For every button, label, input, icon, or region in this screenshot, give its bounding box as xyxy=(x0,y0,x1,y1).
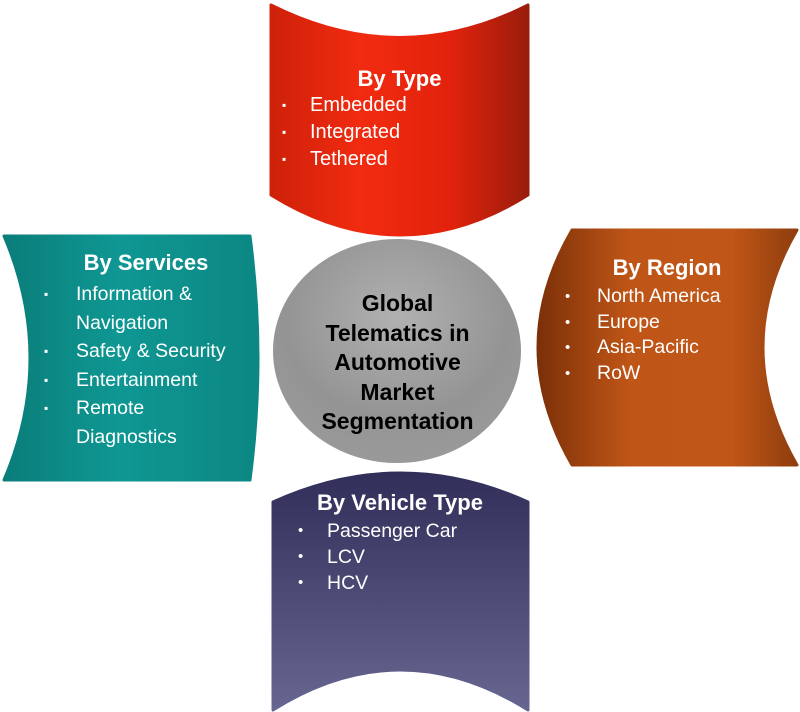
diagram-title-line: Segmentation xyxy=(321,408,474,434)
list-item-label: RoW xyxy=(597,361,641,384)
bullet-icon: ▪ xyxy=(282,125,287,139)
segment-shape-by-type xyxy=(269,3,530,237)
segment-list-by-services: ▪ Information & Navigation ▪ Safety & Se… xyxy=(44,280,226,451)
bullet-icon: • xyxy=(298,574,304,591)
bullet-icon: ▪ xyxy=(44,287,49,301)
list-item: ▪ Safety & Security xyxy=(44,337,226,366)
bullet-icon: ▪ xyxy=(282,98,287,112)
list-item-label: LCV xyxy=(327,546,365,568)
list-item-label: Passenger Car xyxy=(327,520,458,542)
list-item: • Asia-Pacific xyxy=(560,335,721,361)
segment-heading-by-region: By Region xyxy=(612,255,722,280)
diagram-title-line: Automotive xyxy=(334,349,461,375)
list-item-label: Entertainment xyxy=(76,368,198,391)
list-item-label: HCV xyxy=(327,572,369,594)
list-item: • Europe xyxy=(560,310,721,336)
list-item-label: Tethered xyxy=(310,148,388,170)
list-item-label: North America xyxy=(597,285,721,307)
segment-heading-by-type: By Type xyxy=(357,66,442,91)
list-item-label: Integrated xyxy=(310,121,401,143)
segment-shape-by-services xyxy=(2,234,260,482)
list-item: ▪ Tethered xyxy=(282,146,407,173)
diagram-title-line: Market xyxy=(360,378,435,405)
segment-list-by-vehicle-type: • Passenger Car • LCV • HCV xyxy=(290,518,457,596)
list-item: • LCV xyxy=(290,544,457,570)
list-item-label: Remote Diagnostics xyxy=(76,397,177,448)
list-item: • North America xyxy=(560,284,721,310)
segment-list-by-region: • North America • Europe • Asia-Pacific … xyxy=(560,284,721,386)
bullet-icon: • xyxy=(565,364,571,382)
list-item: ▪ Remote Diagnostics xyxy=(44,394,226,451)
list-item-label: Information & Navigation xyxy=(76,283,192,334)
segment-list-by-type: ▪ Embedded ▪ Integrated ▪ Tethered xyxy=(282,92,407,173)
list-item: ▪ Embedded xyxy=(282,92,407,119)
diagram-title-line: Telematics in xyxy=(325,319,470,346)
bullet-icon: • xyxy=(565,313,571,331)
bullet-icon: ▪ xyxy=(44,344,49,358)
segment-heading-by-vehicle-type: By Vehicle Type xyxy=(317,490,483,515)
diagram-title-line: Global xyxy=(361,290,434,316)
list-item-label: Europe xyxy=(597,310,660,333)
bullet-icon: • xyxy=(298,548,304,565)
bullet-icon: • xyxy=(565,339,571,356)
segment-heading-by-services: By Services xyxy=(83,250,209,275)
list-item: • HCV xyxy=(290,570,457,596)
bullet-icon: • xyxy=(298,522,304,539)
list-item: • RoW xyxy=(560,361,721,387)
center-ellipse xyxy=(273,239,521,463)
list-item-label: Safety & Security xyxy=(76,340,226,362)
bullet-icon: ▪ xyxy=(282,152,287,166)
list-item-label: Asia-Pacific xyxy=(597,336,699,358)
list-item: ▪ Integrated xyxy=(282,119,407,146)
segment-shape-by-region xyxy=(536,228,799,467)
bullet-icon: ▪ xyxy=(44,401,49,415)
list-item-label: Embedded xyxy=(310,94,407,116)
list-item: ▪ Entertainment xyxy=(44,366,226,395)
segment-shape-by-vehicle-type xyxy=(271,471,530,712)
list-item: ▪ Information & Navigation xyxy=(44,280,226,337)
bullet-icon: • xyxy=(565,288,571,305)
list-item: • Passenger Car xyxy=(290,518,457,544)
bullet-icon: ▪ xyxy=(44,372,49,387)
